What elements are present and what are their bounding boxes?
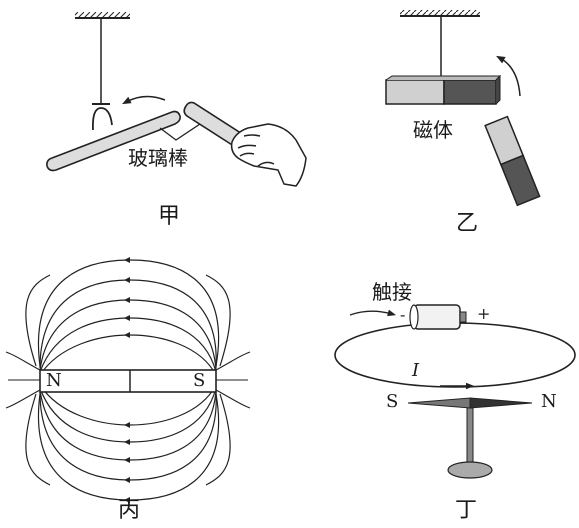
magnet-pole-n: N bbox=[46, 370, 62, 391]
touch-arrow bbox=[349, 309, 397, 317]
battery-minus: - bbox=[400, 305, 406, 324]
panel-bing-diagram bbox=[5, 257, 251, 503]
field-arrow-heads bbox=[124, 257, 130, 503]
hanging-bar-magnet bbox=[385, 74, 502, 105]
field-lines-side bbox=[5, 351, 251, 409]
battery-plus: + bbox=[477, 304, 491, 323]
ceiling-mount-yi bbox=[400, 10, 480, 16]
caption-yi: 乙 bbox=[456, 211, 479, 236]
holder-cradle bbox=[92, 107, 113, 131]
current-label: I bbox=[412, 360, 420, 381]
caption-ding: 丁 bbox=[455, 498, 478, 523]
label-bracket bbox=[159, 123, 201, 141]
rotation-arrow-yi bbox=[496, 55, 521, 97]
panel-yi-diagram bbox=[385, 10, 541, 207]
glass-rod-label: 玻璃棒 bbox=[128, 146, 188, 170]
hand-icon bbox=[230, 123, 307, 187]
panel-jia-diagram bbox=[46, 12, 307, 187]
wire-loop bbox=[334, 322, 576, 388]
hanging-glass-rod bbox=[46, 110, 181, 172]
bar-magnet-bing bbox=[39, 369, 217, 393]
ceiling-mount bbox=[75, 12, 130, 18]
rotation-arrow-jia bbox=[122, 95, 166, 105]
caption-bing: 丙 bbox=[118, 498, 141, 523]
needle-pole-s: S bbox=[386, 391, 399, 412]
caption-jia: 甲 bbox=[158, 204, 181, 229]
battery-icon bbox=[409, 304, 467, 330]
magnet-pole-s: S bbox=[193, 370, 206, 391]
touch-label: 触接 bbox=[372, 280, 412, 304]
needle-pole-n: N bbox=[541, 391, 557, 412]
held-bar-magnet bbox=[484, 115, 541, 207]
compass-needle bbox=[407, 397, 533, 479]
panel-ding-diagram bbox=[334, 304, 576, 479]
magnet-label: 磁体 bbox=[413, 118, 453, 142]
